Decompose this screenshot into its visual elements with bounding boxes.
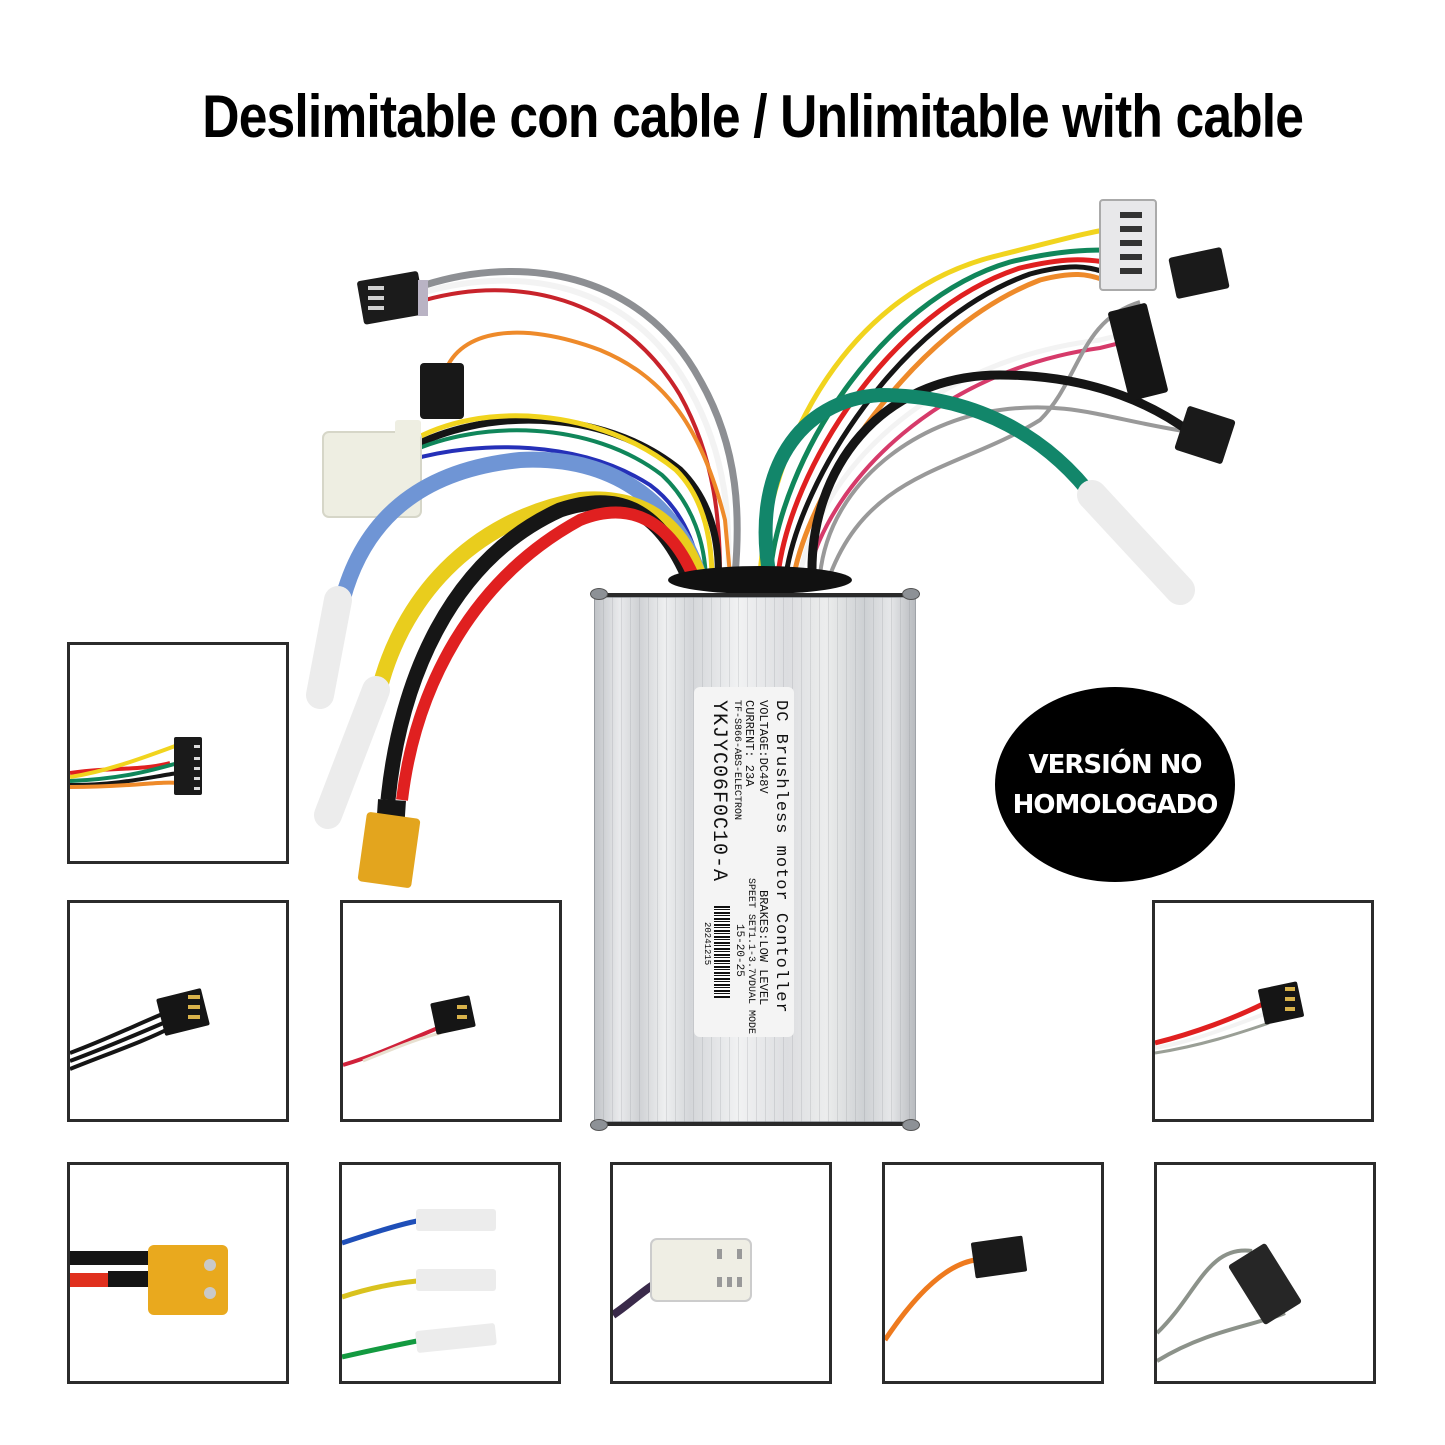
screw-icon [590,1119,608,1131]
label-model: YKJYC06F0C10-A [707,700,730,883]
thumbnail-display-connector [67,642,289,864]
screw-icon [902,588,920,600]
connector-3pin-top-left [357,271,428,325]
badge-line-1: VERSIÓN NO [1028,749,1202,780]
thumbnail-orange-connector [882,1162,1104,1384]
hall-white-connector-icon [613,1238,752,1319]
label-brakes: BRAKES:LOW LEVEL [756,890,770,1006]
connector-3pin-red-white-icon [1155,981,1304,1055]
label-voltage: VOLTAGE:DC48V [756,700,770,794]
page-title: Deslimitable con cable / Unlimitable wit… [106,82,1349,151]
connector-2pin-red-icon [343,995,476,1067]
not-homologated-badge: VERSIÓN NO HOMOLOGADO [995,687,1235,882]
thumbnail-grey-connector [1154,1162,1376,1384]
title-text: Deslimitable con cable / Unlimitable wit… [202,83,1304,150]
connector-3pin-black-icon [70,988,210,1071]
thumbnail-motor-phase-wires [339,1162,561,1384]
grey-wire-connector-icon [1157,1243,1302,1363]
label-title: DC Brushless motor Contoller [771,700,790,1014]
controller-spec-label: DC Brushless motor Contoller VOLTAGE:DC4… [694,687,794,1037]
barcode-icon [714,906,730,998]
badge-line-2: HOMOLOGADO [1012,789,1219,820]
thumbnail-hall-connector [610,1162,832,1384]
screw-icon [902,1119,920,1131]
thumbnail-throttle-connector [67,900,289,1122]
label-speed-values: 15-20-25 [733,924,745,977]
thumbnail-battery-xt60 [67,1162,289,1384]
thumbnail-light-connector [1152,900,1374,1122]
label-current: CURRENT: 23A [742,700,756,787]
label-brand: TF-S866-ABS-ELECTRON [731,700,742,821]
screw-icon [590,588,608,600]
label-speed: SPEET SET1.1-3.7VDUAL MODE [745,878,756,1035]
connector-5pin-icon [70,737,202,795]
orange-wire-connector-icon [885,1235,1027,1342]
thumbnail-brake-connector [340,900,562,1122]
barcode-number: 20241215 [702,922,712,966]
phase-bullet-connectors-icon [342,1209,497,1360]
xt60-connector-icon [70,1245,228,1315]
controller-housing: DC Brushless motor Contoller VOLTAGE:DC4… [590,588,920,1131]
